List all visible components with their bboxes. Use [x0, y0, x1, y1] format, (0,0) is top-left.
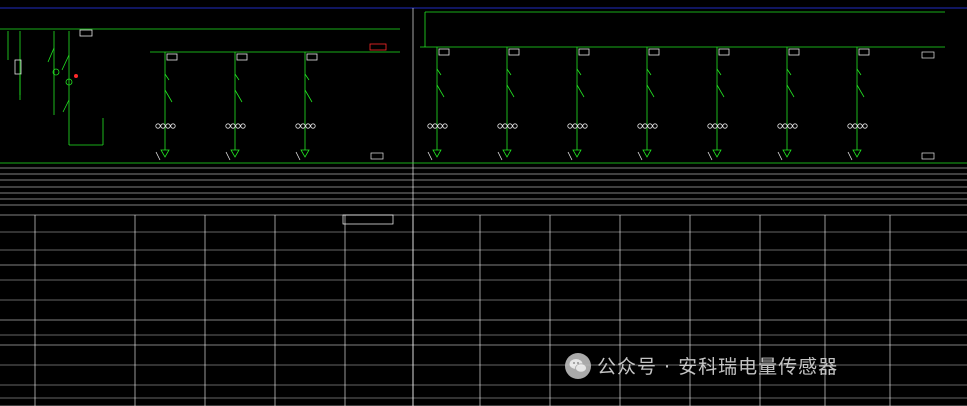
feeder [847, 47, 870, 161]
feeder [427, 47, 450, 161]
feeder [567, 47, 590, 161]
incoming-section [0, 28, 400, 146]
feeder [295, 52, 318, 161]
wechat-icon [565, 352, 591, 379]
feeder [497, 47, 520, 161]
schedule-table [0, 167, 967, 406]
feeder-group [155, 47, 935, 161]
feeder [155, 52, 178, 161]
watermark-text: 公众号 · 安科瑞电量传感器 [597, 356, 839, 378]
warning-label [369, 43, 387, 51]
right-panel-tag-bottom [921, 152, 935, 160]
feeder [777, 47, 800, 161]
table-title-box [342, 214, 394, 225]
warning-marker [74, 74, 78, 78]
left-panel-tag-bottom [370, 152, 384, 160]
right-panel-tag [921, 51, 935, 59]
feeder [637, 47, 660, 161]
watermark: 公众号 · 安科瑞电量传感器 [565, 352, 838, 379]
feeder [707, 47, 730, 161]
feeder [225, 52, 248, 161]
